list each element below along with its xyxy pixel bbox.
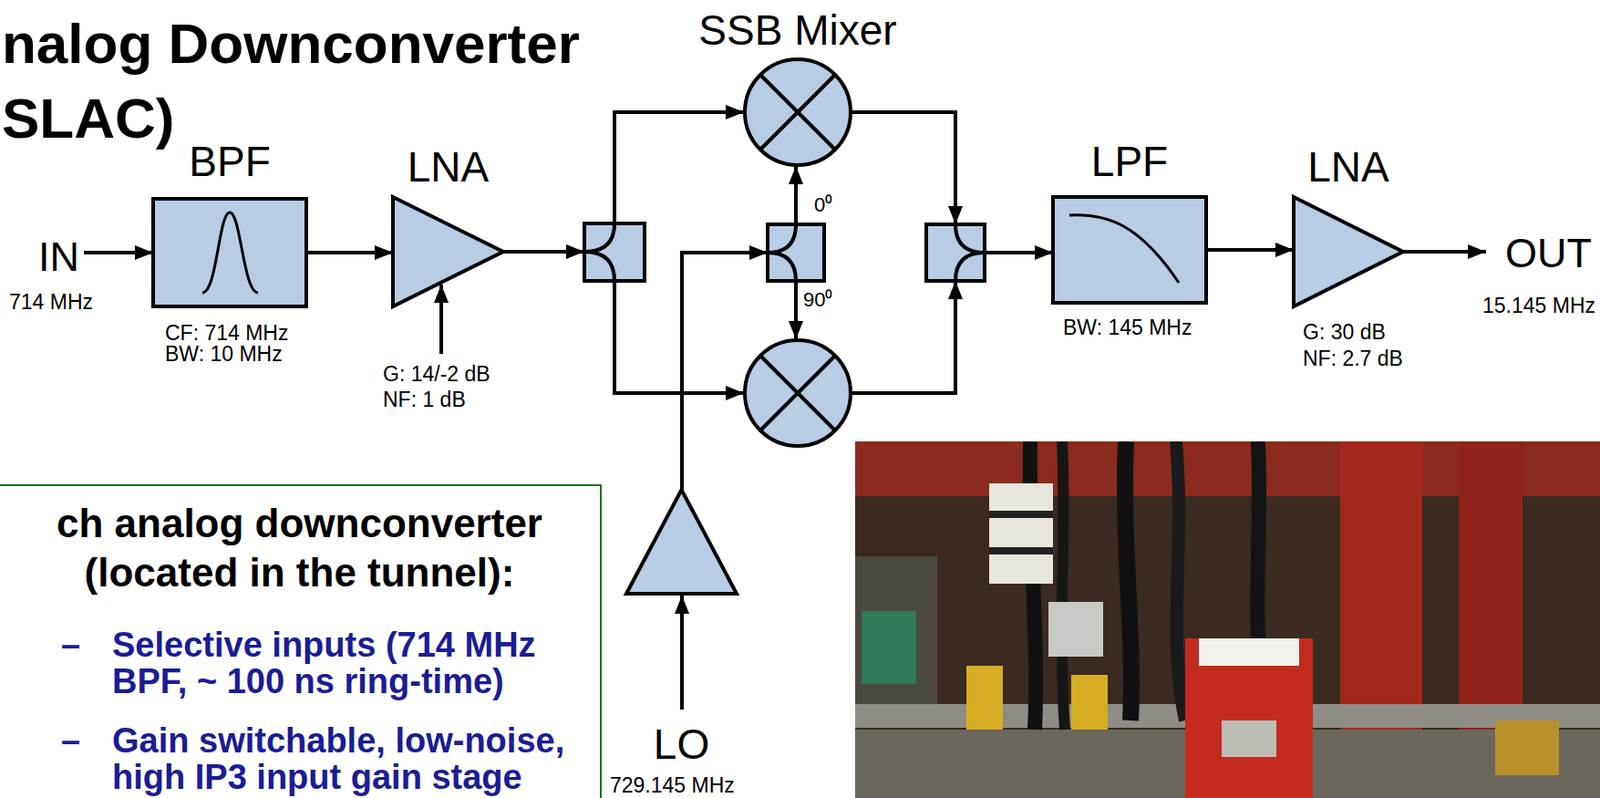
mixer-symbol [744, 340, 851, 446]
spec-label: BW: 10 MHz [165, 341, 283, 366]
wire [503, 249, 585, 254]
photo-device [1495, 720, 1559, 775]
spec-label: NF: 1 dB [382, 387, 466, 412]
photo-cable [1125, 441, 1132, 721]
mixer-cross [760, 355, 836, 431]
signal-arrow [306, 250, 393, 255]
tunnel-photo [855, 441, 1600, 798]
triangle-outline [626, 489, 737, 594]
hybrid-splitter [584, 223, 645, 281]
node-outline [1052, 196, 1207, 303]
photo-strap [989, 510, 1053, 518]
mixer-cross [760, 355, 836, 431]
node-outline [626, 489, 737, 594]
wire [794, 280, 798, 340]
hybrid-symbol [767, 224, 796, 281]
port-label: OUT [1505, 229, 1592, 278]
filter-response [202, 212, 259, 293]
output-wire [1403, 249, 1487, 254]
photo-cable [1062, 441, 1065, 730]
hybrid-symbol [584, 223, 615, 281]
lo-input [680, 595, 684, 710]
spec-label: NF: 2.7 dB [1302, 346, 1404, 371]
frequency-label: 15.145 MHz [1482, 293, 1596, 318]
node-outline [1293, 196, 1404, 307]
hybrid-symbol [955, 224, 985, 281]
photo-magnet [1185, 638, 1313, 798]
block-label: SSB Mixer [698, 6, 897, 55]
wire [614, 112, 744, 224]
photo-magnet-top [1198, 638, 1300, 666]
amplifier-triangle: LNA [1293, 196, 1404, 307]
bullet-text: Selective inputs (714 MHz BPF, ~ 100 ns … [112, 626, 593, 700]
spec-label: BW: 145 MHz [1063, 315, 1192, 340]
photo-strap [989, 547, 1053, 555]
node-heading: LPF [1091, 137, 1168, 186]
note-panel: ch analog downconverter (located in the … [0, 484, 602, 798]
bandpass-filter: BPF [153, 198, 307, 307]
frequency-label: 729.145 MHz [609, 773, 735, 797]
box-outline [1052, 196, 1207, 303]
wire [794, 165, 798, 225]
mixer-cross [760, 74, 836, 150]
filter-response [1069, 215, 1179, 283]
photo-clamp [1071, 674, 1108, 730]
spec-label: G: 14/-2 dB [382, 361, 491, 386]
photo-clamp [966, 665, 1003, 730]
photo-box [1048, 601, 1104, 657]
amplifier-triangle: LO [626, 489, 737, 594]
node-outline [153, 198, 307, 307]
amplifier-triangle: LNA [392, 196, 504, 307]
node-heading: BPF [188, 137, 270, 186]
photo-plate [1221, 720, 1277, 757]
panel-heading: ch analog downconverter (located in the … [6, 498, 593, 598]
frequency-label: 714 MHz [9, 289, 93, 314]
spec-label: G: 30 dB [1302, 320, 1386, 344]
hybrid-combiner [926, 224, 985, 281]
photo-board [861, 610, 917, 684]
bullet-dash: – [61, 722, 81, 759]
node-outline [392, 196, 504, 307]
spec-label: CF: 714 MHz [165, 320, 289, 345]
wire [850, 280, 956, 393]
phase-label: 90⁰ [803, 288, 833, 311]
triangle-outline [392, 196, 504, 307]
node-heading: LNA [1307, 143, 1389, 192]
diagram-title: nalog Downconverter SLAC) [1, 6, 659, 156]
input-wire [83, 250, 154, 255]
wire [850, 112, 956, 225]
phase-label: 0⁰ [814, 193, 833, 217]
photo-module [989, 483, 1053, 584]
photo-background [855, 441, 1600, 798]
bullet-dash: – [61, 626, 81, 663]
lowpass-filter: LPF [1052, 196, 1207, 303]
mixer-symbol [744, 59, 851, 166]
wire [614, 280, 744, 393]
wire [984, 250, 1053, 255]
port-label: IN [38, 233, 80, 281]
signal-arrow [1206, 247, 1294, 252]
photo-rack [855, 556, 938, 712]
quadrature-splitter [767, 224, 825, 281]
triangle-outline [1293, 196, 1404, 307]
box-outline [153, 198, 307, 307]
gain-control [439, 284, 444, 354]
node-heading: LO [653, 720, 710, 769]
photo-cable [1176, 441, 1186, 721]
node-heading: LNA [407, 143, 489, 192]
bullet-text: Gain switchable, low-noise, high IP3 inp… [112, 722, 593, 795]
mixer-cross [760, 74, 836, 150]
